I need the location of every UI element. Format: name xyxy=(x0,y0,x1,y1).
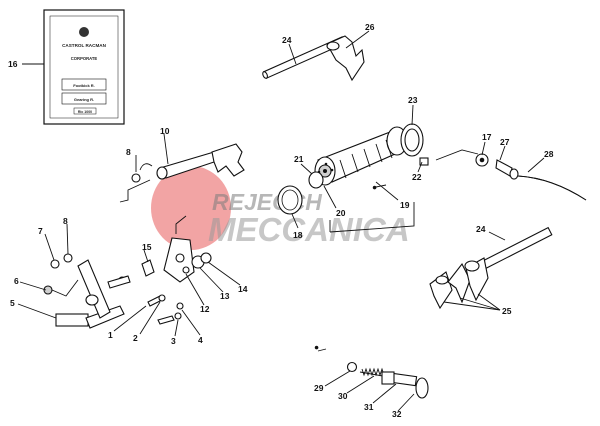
callout-23: 23 xyxy=(408,95,418,105)
callout-27: 27 xyxy=(500,137,510,147)
callout-30: 30 xyxy=(338,391,348,401)
detent-assembly xyxy=(346,361,429,399)
callout-18: 18 xyxy=(293,230,303,240)
callout-11: 10 xyxy=(160,126,170,136)
callout-16: 16 xyxy=(8,59,18,69)
callout-31: 31 xyxy=(364,402,374,412)
callout-10: 8 xyxy=(126,147,131,157)
callout-22: 22 xyxy=(412,172,422,182)
callout-21: 21 xyxy=(294,154,304,164)
callout-20: 20 xyxy=(336,208,346,218)
leader-lines xyxy=(17,30,545,412)
selector-shaft-upper xyxy=(262,35,365,82)
callout-32: 32 xyxy=(392,409,402,419)
callout-26: 26 xyxy=(365,22,375,32)
callout-19: 19 xyxy=(400,200,410,210)
gear-shift-lever xyxy=(43,253,131,329)
callout-15: 15 xyxy=(142,242,152,252)
manual-line-2: Gearing R. xyxy=(74,97,94,102)
selector-forks-25 xyxy=(429,257,489,310)
manual-subtitle: CORPORATE xyxy=(71,56,98,61)
watermark: REJECCH MECCANICA xyxy=(151,166,410,250)
callout-labels: 24 26 16 23 17 27 28 21 22 19 20 18 24 2… xyxy=(8,22,554,419)
manual-footer: Ric 1000 xyxy=(78,110,92,114)
callout-14: 14 xyxy=(238,284,248,294)
callout-29: 29 xyxy=(314,383,324,393)
callout-3: 3 xyxy=(171,336,176,346)
callout-28: 28 xyxy=(544,149,554,159)
selector-fork-11 xyxy=(139,143,245,180)
manual-line-1: Footkick R. xyxy=(73,83,95,88)
bolts-1-4 xyxy=(147,294,184,325)
watermark-logo-circle xyxy=(151,166,231,250)
callout-1: 1 xyxy=(108,330,113,340)
callout-8: 8 xyxy=(63,216,68,226)
manual-logo-icon xyxy=(79,27,89,37)
callout-24-upper: 24 xyxy=(282,35,292,45)
callout-6: 6 xyxy=(14,276,19,286)
arrow-icon: ● xyxy=(372,182,377,192)
selector-drum xyxy=(314,126,408,186)
callout-5: 5 xyxy=(10,298,15,308)
callout-12: 12 xyxy=(200,304,210,314)
callout-25: 25 xyxy=(502,306,512,316)
manual-title: CASTROL RACMAN xyxy=(62,43,106,48)
arrow-icon: ● xyxy=(314,342,319,352)
manual-booklet: CASTROL RACMAN CORPORATE Footkick R. Gea… xyxy=(43,9,125,125)
callout-17: 17 xyxy=(482,132,492,142)
watermark-line-2: MECCANICA xyxy=(208,211,410,248)
watermark-line-1: REJECCH xyxy=(212,189,322,215)
callout-2: 2 xyxy=(133,333,138,343)
neutral-switch-cable xyxy=(475,153,587,201)
callout-13: 13 xyxy=(220,291,230,301)
shift-plate xyxy=(119,173,212,283)
callout-7: 7 xyxy=(38,226,43,236)
callout-4: 4 xyxy=(198,335,203,345)
callout-24-lower: 24 xyxy=(476,224,486,234)
